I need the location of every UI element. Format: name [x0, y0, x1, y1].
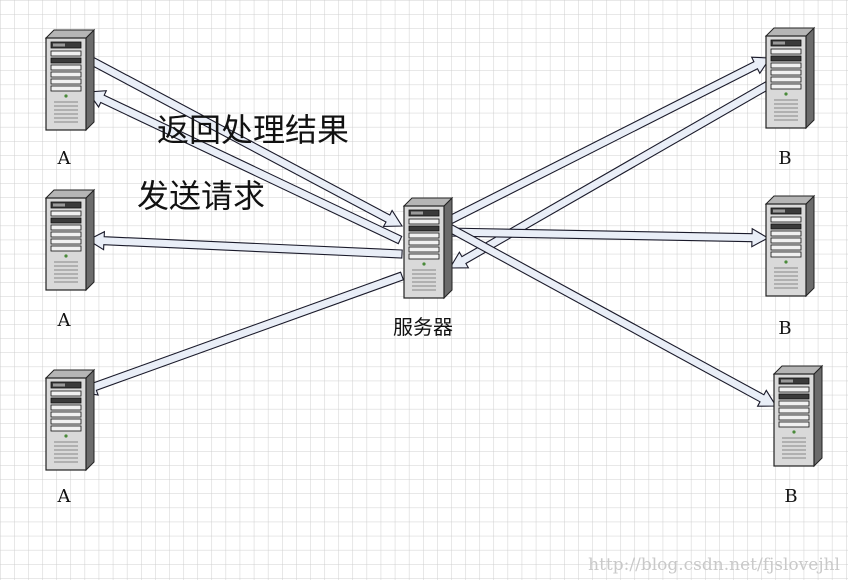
- service-b2-icon: [765, 195, 815, 297]
- client-a2-label: A: [57, 310, 72, 331]
- client-a2-icon: [45, 189, 95, 291]
- send-request-annotation: 发送请求: [137, 177, 265, 215]
- service-b2-label: B: [778, 318, 791, 339]
- client-a3-label: A: [57, 486, 72, 507]
- service-b3-icon: [773, 365, 823, 467]
- client-a1-label: A: [57, 148, 72, 169]
- client-a1-icon: [45, 29, 95, 131]
- service-b3-label: B: [784, 486, 797, 507]
- arrow-server-to-a2: [86, 230, 403, 259]
- client-a3-icon: [45, 369, 95, 471]
- watermark-text: http://blog.csdn.net/fjslovejhl: [588, 555, 840, 575]
- arrow-a1-to-server: [87, 55, 403, 227]
- arrow-server-to-b1: [443, 56, 771, 227]
- arrow-layer: [78, 55, 777, 407]
- arrow-server-to-b3: [443, 221, 777, 407]
- arrow-server-to-b2: [445, 227, 770, 248]
- service-b1-label: B: [778, 148, 791, 169]
- service-b1-icon: [765, 27, 815, 129]
- central-server-label: 服务器: [393, 315, 453, 339]
- arrow-b1-to-server: [449, 79, 773, 269]
- return-result-annotation: 返回处理结果: [157, 111, 349, 149]
- central-server-icon: [403, 197, 453, 299]
